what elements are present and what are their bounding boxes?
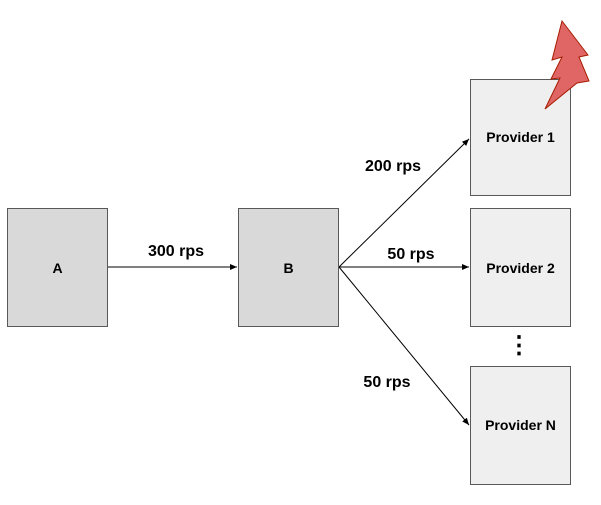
node-b-box	[238, 208, 339, 327]
node-provider-n-box	[470, 366, 571, 485]
edge-b-to-provider-1	[338, 138, 470, 268]
node-b-label: B	[283, 260, 293, 276]
node-provider-2: Provider 2	[470, 208, 571, 327]
node-a: A	[7, 208, 108, 327]
node-a-label: A	[52, 260, 62, 276]
node-b: B	[238, 208, 339, 327]
node-provider-2-box	[470, 208, 571, 327]
node-provider-n-label: Provider N	[485, 417, 556, 433]
edge-label-a-to-b: 300 rps	[148, 243, 204, 260]
edge-label-b-to-provider-n: 50 rps	[363, 374, 410, 391]
node-a-box	[7, 208, 108, 327]
lightning-bolt-icon	[544, 19, 590, 110]
provider-ellipsis: ⋮	[507, 332, 531, 359]
node-provider-2-label: Provider 2	[486, 260, 555, 276]
edge-label-b-to-provider-1: 200 rps	[365, 158, 421, 175]
edge-b-to-provider-n	[338, 266, 470, 426]
node-provider-n: Provider N	[470, 366, 571, 485]
node-provider-1-label: Provider 1	[486, 129, 555, 145]
edge-label-b-to-provider-2: 50 rps	[387, 246, 434, 263]
